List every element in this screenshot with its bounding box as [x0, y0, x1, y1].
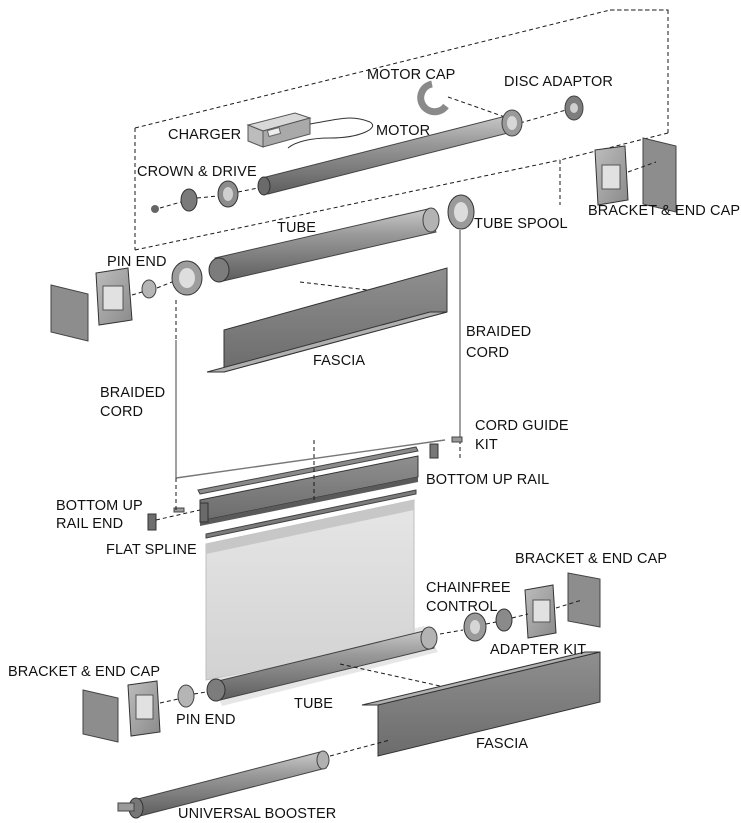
motor-kit-enclosure: [134, 9, 669, 251]
label-braided-cord-right-2: CORD: [466, 345, 509, 361]
label-adapter-kit: ADAPTER KIT: [490, 642, 586, 658]
label-tube-top: TUBE: [277, 220, 316, 236]
tube-top-part: [208, 207, 440, 283]
label-crown-drive: CROWN & DRIVE: [137, 164, 257, 180]
tube-bottom-part: [206, 626, 438, 706]
disc-adaptor-part: [564, 95, 584, 121]
flat-spline-part: [205, 489, 417, 539]
fascia-top-part: [206, 267, 448, 373]
label-flat-spline: FLAT SPLINE: [106, 542, 197, 558]
label-bottom-up-rail-end-2: RAIL END: [56, 516, 123, 532]
label-braided-cord-left-2: CORD: [100, 404, 143, 420]
fascia-bottom-part: [361, 651, 601, 757]
pin-end-bottom-part: [177, 684, 195, 708]
label-pin-end-bottom: PIN END: [176, 712, 236, 728]
bracket-end-cap-right-part: [524, 572, 601, 639]
label-bottom-up-rail: BOTTOM UP RAIL: [426, 472, 549, 488]
charger-part: [246, 112, 373, 149]
fabric-panel: [205, 499, 415, 681]
motor-part: [257, 109, 523, 196]
label-bracket-end-cap-top: BRACKET & END CAP: [588, 203, 740, 219]
label-bracket-end-cap-left: BRACKET & END CAP: [8, 664, 160, 680]
bracket-end-cap-top-left: [50, 267, 133, 342]
tube-spool-part: [447, 194, 475, 230]
crown-drive-part: [151, 180, 239, 213]
label-bracket-end-cap-right: BRACKET & END CAP: [515, 551, 667, 567]
label-chainfree-control-1: CHAINFREE: [426, 580, 511, 596]
label-braided-cord-right-1: BRAIDED: [466, 324, 531, 340]
label-universal-booster: UNIVERSAL BOOSTER: [178, 806, 336, 822]
label-pin-end-top: PIN END: [107, 254, 167, 270]
universal-booster-part: [117, 750, 330, 819]
cord-guide-kit-part: [429, 436, 463, 459]
label-braided-cord-left-1: BRAIDED: [100, 385, 165, 401]
labels: MOTOR CAP DISC ADAPTOR CHARGER MOTOR CRO…: [8, 67, 740, 822]
label-tube-bottom: TUBE: [294, 696, 333, 712]
pin-end-top-part: [141, 260, 203, 299]
label-fascia-bottom: FASCIA: [476, 736, 528, 752]
bracket-end-cap-left-part: [82, 680, 161, 743]
bracket-end-cap-top: [594, 137, 677, 213]
bottom-up-rail-end-part: [147, 507, 185, 531]
label-charger: CHARGER: [168, 127, 241, 143]
label-chainfree-control-2: CONTROL: [426, 599, 498, 615]
label-fascia-top: FASCIA: [313, 353, 365, 369]
motor-cap-part: [417, 80, 449, 116]
label-disc-adaptor: DISC ADAPTOR: [504, 74, 613, 90]
label-motor-cap: MOTOR CAP: [367, 67, 455, 83]
label-motor: MOTOR: [376, 123, 430, 139]
label-tube-spool: TUBE SPOOL: [474, 216, 568, 232]
adapter-kit-part: [495, 608, 513, 632]
bottom-up-rail-part: [197, 446, 419, 526]
label-cord-guide-kit-1: CORD GUIDE: [475, 418, 569, 434]
label-cord-guide-kit-2: KIT: [475, 437, 498, 453]
chainfree-control-part: [463, 612, 487, 642]
label-bottom-up-rail-end-1: BOTTOM UP: [56, 498, 143, 514]
